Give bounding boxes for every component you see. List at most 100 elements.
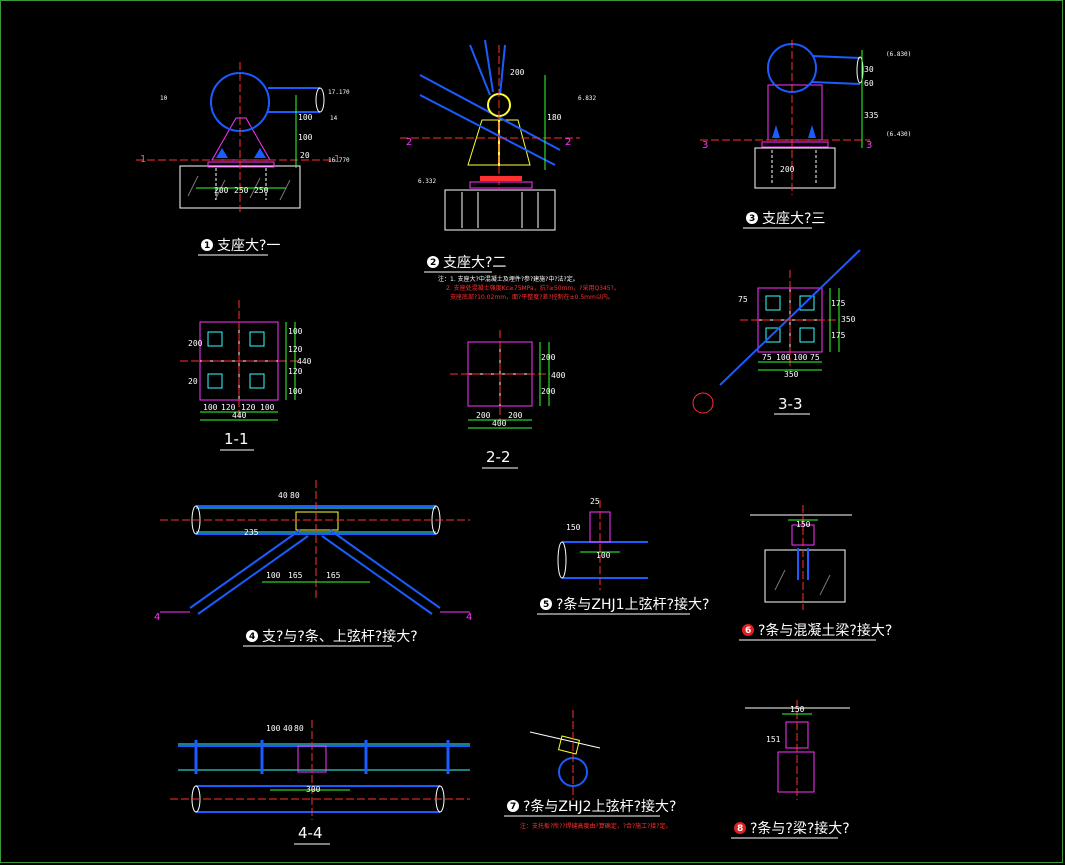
elevation-label: 17.170 <box>328 89 350 96</box>
detail-4-connection: 100 165 165 40 80 235 4 4 4 支?与?条、上弦杆?接大… <box>154 480 472 647</box>
detail-5-chord-pipe <box>562 541 648 579</box>
detail-2-chord-pipe <box>419 94 556 166</box>
anchor-washer <box>799 295 815 311</box>
dim-text: 200 <box>476 411 491 420</box>
detail-2-number: 2 <box>430 258 436 268</box>
detail-3-support: 30 60 335 200 (6.830) (6.430) 3 3 3 支座大?… <box>700 40 911 229</box>
section-4-4-purlin <box>178 743 470 771</box>
dim-text: 151 <box>766 735 781 744</box>
detail-7-number: 7 <box>510 802 516 812</box>
detail-5-connection: 25 100 150 5 ?条与ZHJ1上弦杆?接大? <box>537 497 709 615</box>
detail-7-title: ?条与ZHJ2上弦杆?接大? <box>523 798 676 815</box>
dim-text: 100 <box>288 327 303 336</box>
dim-text: 80 <box>290 491 300 500</box>
detail-1-support: 200 250 250 100 100 20 17.170 16.770 14 … <box>136 62 350 256</box>
detail-2-bearing-pad <box>480 176 522 181</box>
detail-4-number-circle <box>246 630 258 642</box>
dim-text: 75 <box>762 353 772 362</box>
detail-1-title: 支座大?一 <box>217 238 280 254</box>
dim-text: 180 <box>547 113 562 122</box>
dim-text: 100 <box>266 724 281 733</box>
anchor-washer <box>765 295 781 311</box>
dim-text: 350 <box>841 315 856 324</box>
detail-1-number: 1 <box>204 241 210 251</box>
dim-text: 200 <box>188 339 203 348</box>
detail-2-support: 200 180 6.832 6.332 2 2 2 支座大?二 注：1. 支座大… <box>400 39 620 301</box>
dim-text: 200 <box>541 353 556 362</box>
detail-6-concrete-beam <box>764 549 846 603</box>
note-2-line-2: 2. 支座处混凝土强度Kc≥75MPa，抗?≥50mm，?采用Q345?。 <box>446 284 620 292</box>
detail-1-base-plate <box>207 161 275 168</box>
section-2-2-title: 2-2 <box>486 448 511 466</box>
detail-3-title: 支座大?三 <box>762 211 825 227</box>
anchor-washer <box>207 331 223 347</box>
section-1-1-title: 1-1 <box>224 430 249 448</box>
hatch-line <box>214 179 226 201</box>
rib-triangle <box>216 148 228 158</box>
anchor-washer <box>249 331 265 347</box>
cut-mark-label: 4 <box>154 612 160 623</box>
detail-6-title: ?条与混凝土梁?接大? <box>758 622 892 639</box>
dim-text: 165 <box>326 571 341 580</box>
dim-text: 60 <box>864 79 874 88</box>
dim-text: 250 <box>234 186 249 195</box>
dim-text: 235 <box>244 528 259 537</box>
anchor-washer <box>799 327 815 343</box>
dim-text: 75 <box>810 353 820 362</box>
cut-mark-label: 1 <box>334 154 340 165</box>
detail-6-connection: 150 6 ?条与混凝土梁?接大? <box>739 505 892 641</box>
dim-text: 150 <box>566 523 581 532</box>
cut-mark-label: 3 <box>866 140 872 151</box>
dim-text: 100 <box>776 353 791 362</box>
detail-4-gusset <box>295 511 339 531</box>
dim-text: 350 <box>784 370 799 379</box>
dim-text: 100 <box>288 387 303 396</box>
cut-mark-label: 4 <box>466 612 472 623</box>
dim-text: 25 <box>590 497 600 506</box>
dim-text: 20 <box>300 151 310 160</box>
detail-2-concrete-base <box>444 189 556 231</box>
dim-text: 75 <box>738 295 748 304</box>
note-2-line-1: 注：1. 支座大?中混凝土及埋件?参?建施?中?法?定。 <box>438 275 579 283</box>
detail-2-title: 支座大?二 <box>443 255 506 271</box>
dim-text: 150 <box>790 705 805 714</box>
rib-triangle <box>772 125 780 138</box>
elevation-label: (6.430) <box>886 131 911 138</box>
dim-text: 440 <box>232 411 247 420</box>
detail-3-number-circle <box>746 212 758 224</box>
weld-label: 14 <box>330 115 338 122</box>
detail-6-number: 6 <box>745 626 751 636</box>
detail-3-concrete-base <box>754 147 836 189</box>
anchor-washer <box>249 373 265 389</box>
cut-mark-label: 3 <box>702 140 708 151</box>
anchor-washer <box>765 327 781 343</box>
note-7: 注：支托板?所??焊缝高度由?算确定，?合?施工?接?定。 <box>520 822 671 830</box>
dim-text: 100 <box>298 133 313 142</box>
detail-5-title: ?条与ZHJ1上弦杆?接大? <box>556 596 709 613</box>
detail-2-base-plate <box>469 181 533 189</box>
dim-text: 150 <box>796 520 811 529</box>
rib-triangle <box>808 125 816 138</box>
elevation-label: 6.832 <box>578 95 596 102</box>
dim-text: 200 <box>780 165 795 174</box>
detail-8-steel-beam <box>777 751 815 793</box>
dim-text: 40 <box>278 491 288 500</box>
dim-text: 120 <box>241 403 256 412</box>
elevation-label: (6.830) <box>886 51 911 58</box>
section-3-3: 75 100 100 75 350 175 175 350 75 3-3 <box>692 249 861 415</box>
dim-text: 100 <box>596 551 611 560</box>
detail-4-title: 支?与?条、上弦杆?接大? <box>262 628 418 645</box>
dim-text: 250 <box>254 186 269 195</box>
note-2-line-3: 支座底部?10.02mm，面?平整度?差?控制在±0.5mm以内。 <box>450 293 614 301</box>
dim-text: 200 <box>541 387 556 396</box>
dim-text: 30 <box>864 65 874 74</box>
detail-5-number-circle <box>540 598 552 610</box>
dim-text: 175 <box>831 331 846 340</box>
dim-text: 100 <box>260 403 275 412</box>
hatch-line <box>819 574 831 596</box>
detail-8-number: 8 <box>737 824 743 834</box>
rib-triangle <box>254 148 266 158</box>
detail-8-title: ?条与?梁?接大? <box>750 820 850 837</box>
